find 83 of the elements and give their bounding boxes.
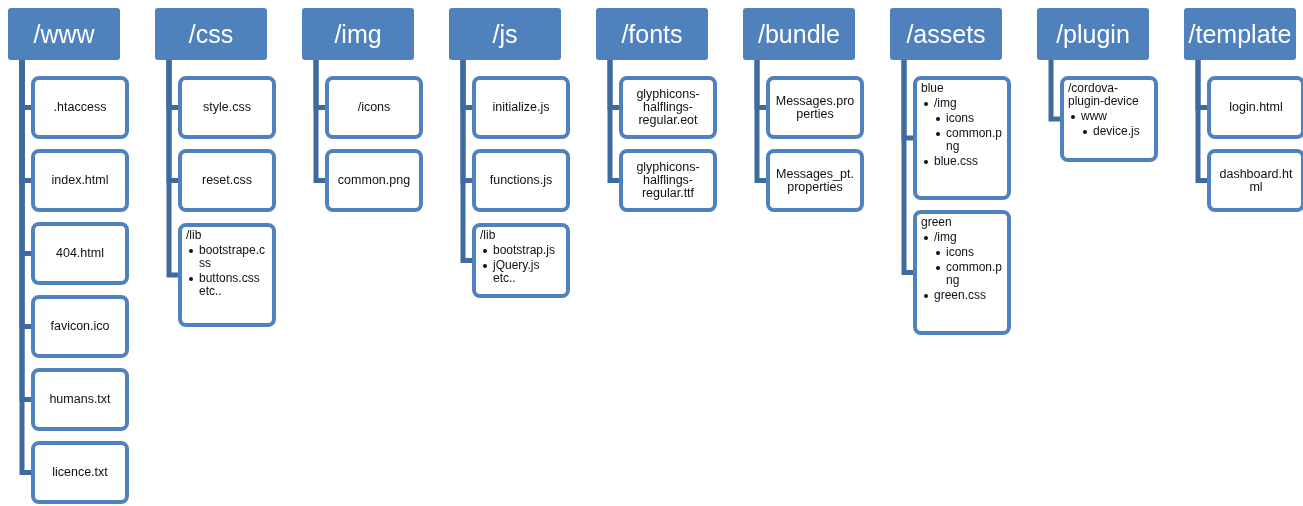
folder-name: blue xyxy=(921,81,944,95)
file-box xyxy=(766,149,864,212)
list-item: icons xyxy=(946,111,974,125)
folder-name: /plugin xyxy=(1056,19,1130,49)
folder-name: /bundle xyxy=(758,19,840,49)
list-item: blue.css xyxy=(934,154,979,168)
list-item: /img xyxy=(934,96,957,110)
folder-header xyxy=(302,8,414,60)
file-name: Messages_pt.properties xyxy=(775,167,855,194)
folder-header xyxy=(155,8,267,60)
file-box xyxy=(472,76,570,139)
file-box xyxy=(325,149,423,212)
file-name: humans.txt xyxy=(49,393,111,406)
tree-connector xyxy=(1048,60,1060,122)
list-item: green.css xyxy=(934,288,987,302)
folder-name: /www xyxy=(33,19,95,49)
file-box xyxy=(31,441,129,504)
file-box xyxy=(31,295,129,358)
list-item: buttons.css etc.. xyxy=(199,271,260,298)
file-name: licence.txt xyxy=(52,466,108,479)
file-box xyxy=(472,149,570,212)
folder-box xyxy=(178,223,276,327)
folder-name: /fonts xyxy=(621,19,683,49)
folder-box xyxy=(913,210,1011,335)
folder-header xyxy=(449,8,561,60)
file-name: glyphicons-halflings-regular.eot xyxy=(635,88,701,127)
file-box xyxy=(1207,149,1303,212)
folder-header xyxy=(1184,8,1296,60)
file-box xyxy=(31,149,129,212)
folder-box xyxy=(472,223,570,298)
file-name: initialize.js xyxy=(492,101,550,114)
folder-name: green xyxy=(921,215,952,229)
file-box xyxy=(619,76,717,139)
file-box xyxy=(31,222,129,285)
list-item: bootstrap.js xyxy=(493,243,556,257)
file-name: 404.html xyxy=(56,247,104,260)
folder-name: /assets xyxy=(906,19,986,49)
file-name: glyphicons-halflings-regular.ttf xyxy=(635,161,701,200)
file-name: index.html xyxy=(51,174,109,187)
list-item: icons xyxy=(946,245,974,259)
folder-name: /img xyxy=(334,19,382,49)
file-name: .htaccess xyxy=(53,101,107,114)
folder-name: /js xyxy=(492,19,518,49)
file-name: common.png xyxy=(337,174,411,187)
file-name: favicon.ico xyxy=(50,320,110,333)
tree-connector xyxy=(754,60,766,183)
file-box xyxy=(178,76,276,139)
file-box xyxy=(31,76,129,139)
file-name: Messages.properties xyxy=(774,94,856,121)
folder-header xyxy=(8,8,120,60)
folder-box xyxy=(913,76,1011,200)
list-item: /img xyxy=(934,230,957,244)
file-name: login.html xyxy=(1229,101,1283,114)
folder-name: /css xyxy=(188,19,234,49)
list-item: jQuery.js etc.. xyxy=(493,258,540,285)
folder-box xyxy=(1060,76,1158,162)
file-box xyxy=(619,149,717,212)
tree-connector xyxy=(313,60,325,183)
folder-name: /lib xyxy=(186,228,202,242)
file-box xyxy=(31,368,129,431)
file-name: /icons xyxy=(357,101,391,114)
tree-connector xyxy=(607,60,619,183)
file-name: style.css xyxy=(203,101,251,114)
tree-connector xyxy=(901,60,913,275)
file-name: reset.css xyxy=(202,174,252,187)
folder-header xyxy=(596,8,708,60)
folder-header xyxy=(743,8,855,60)
file-box xyxy=(178,149,276,212)
list-item: device.js xyxy=(1093,124,1140,138)
tree-connector xyxy=(1195,60,1207,183)
folder-name: /template xyxy=(1188,19,1292,49)
file-name: dashboard.html xyxy=(1218,167,1294,194)
file-box xyxy=(766,76,864,139)
tree-connector xyxy=(166,60,178,278)
file-name: functions.js xyxy=(489,174,553,187)
file-box xyxy=(1207,76,1303,139)
file-box xyxy=(325,76,423,139)
tree-connector xyxy=(460,60,472,263)
folder-header xyxy=(890,8,1002,60)
folder-name: /lib xyxy=(480,228,496,242)
folder-header xyxy=(1037,8,1149,60)
tree-connector xyxy=(19,60,31,475)
list-item: www xyxy=(1081,109,1107,123)
